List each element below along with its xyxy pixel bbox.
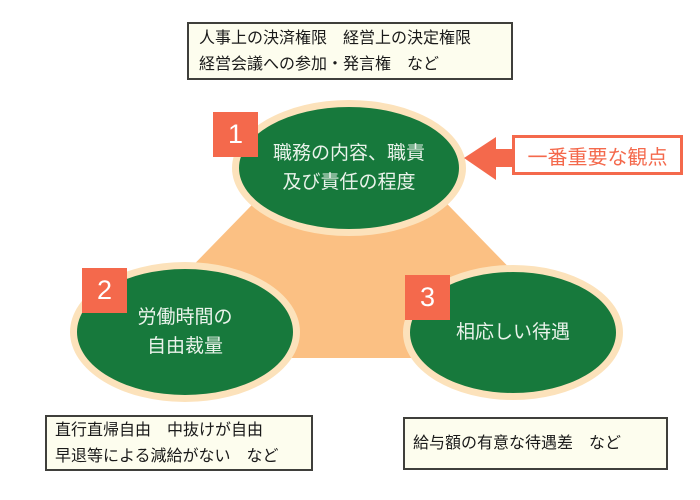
bottom-left-note-line1: 直行直帰自由 中抜けが自由	[55, 422, 264, 439]
most-important-callout-label: 一番重要な観点	[527, 146, 668, 169]
node-2-line2: 自由裁量	[146, 336, 223, 357]
node-3-number-badge: 3	[405, 275, 450, 320]
bottom-right-note-line1: 給与額の有意な待遇差 など	[413, 434, 622, 452]
most-important-callout: 一番重要な観点	[512, 135, 683, 175]
node-1-ellipse: 職務の内容、職責 及び責任の程度	[232, 100, 466, 236]
node-2-number-badge: 2	[82, 268, 127, 313]
bottom-left-note-line2: 早退等による減給がない など	[55, 448, 279, 465]
node-2-number: 2	[96, 275, 113, 305]
top-note-box: 人事上の決済権限 経営上の決定権限 経営会議への参加・発言権 など	[187, 22, 513, 80]
bottom-left-note-box: 直行直帰自由 中抜けが自由 早退等による減給がない など	[45, 415, 313, 471]
node-1-line2: 及び責任の程度	[282, 172, 416, 193]
bottom-right-note-box: 給与額の有意な待遇差 など	[403, 417, 668, 470]
node-1-line1: 職務の内容、職責	[272, 143, 425, 164]
node-1-number-badge: 1	[213, 112, 258, 157]
node-2-line1: 労働時間の	[137, 307, 233, 328]
node-1-number: 1	[227, 119, 244, 149]
node-3-line1: 相応しい待遇	[455, 322, 570, 343]
top-note-line2: 経営会議への参加・発言権 など	[199, 56, 440, 73]
node-3-number: 3	[419, 282, 436, 312]
top-note-line1: 人事上の決済権限 経営上の決定権限	[199, 30, 472, 47]
